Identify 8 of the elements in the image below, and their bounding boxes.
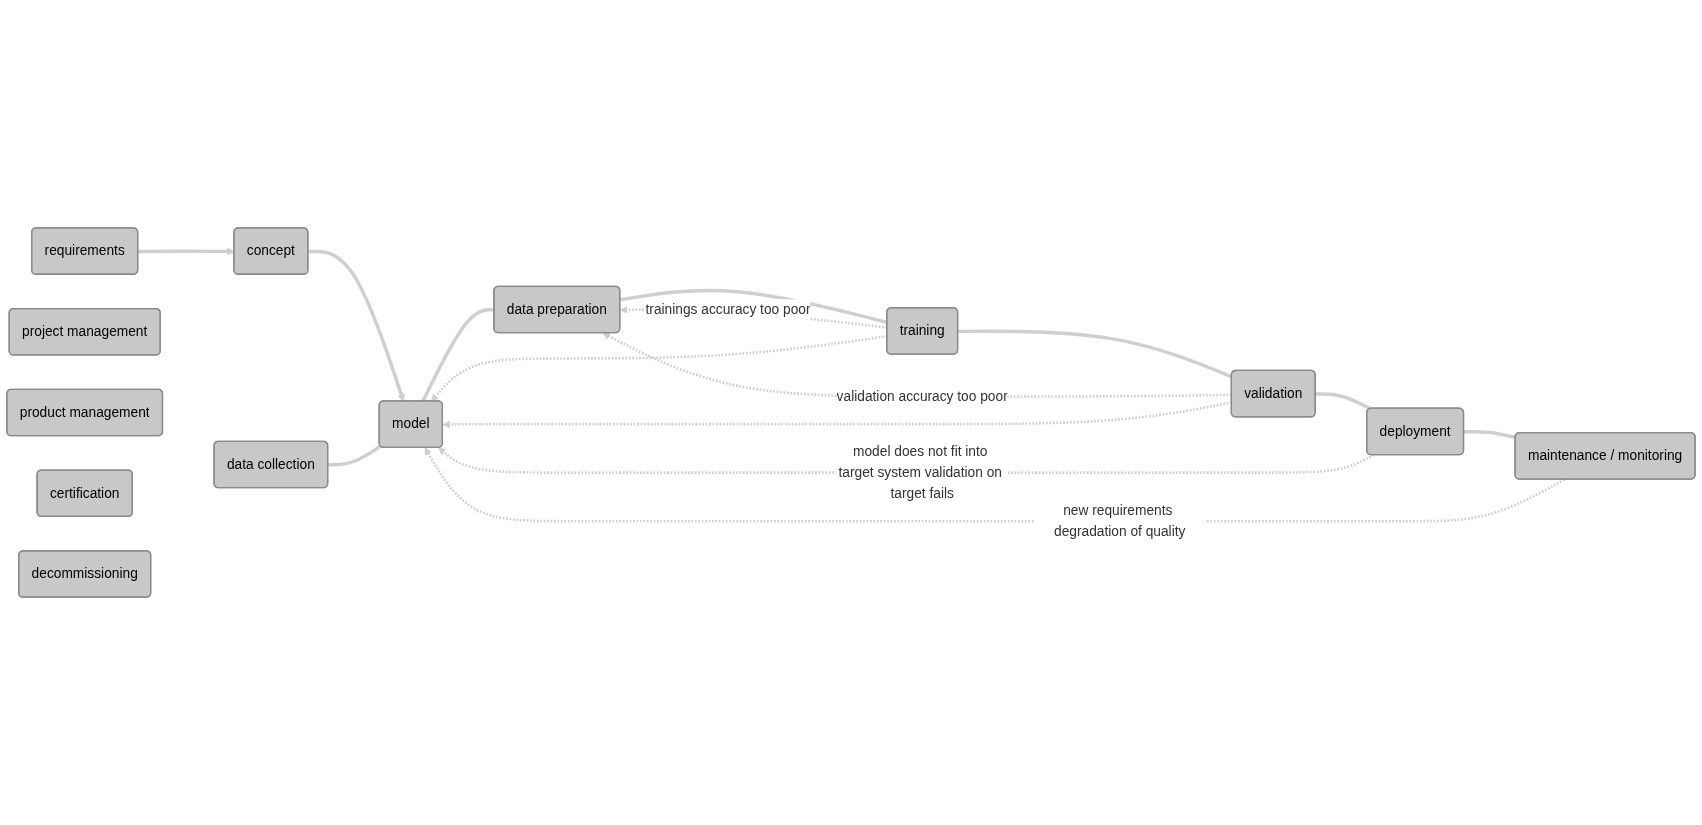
edge-label: model does not fit into target system validation on target fails bbox=[838, 444, 1002, 501]
connector bbox=[328, 444, 382, 467]
edge-label: new requirements degradation of quality bbox=[1054, 503, 1186, 539]
edge-label: trainings accuracy too poor bbox=[645, 301, 811, 317]
arrow bbox=[308, 249, 405, 402]
connector bbox=[1315, 392, 1372, 411]
connector bbox=[1463, 429, 1516, 439]
edge-label: validation accuracy too poor bbox=[836, 388, 1008, 404]
